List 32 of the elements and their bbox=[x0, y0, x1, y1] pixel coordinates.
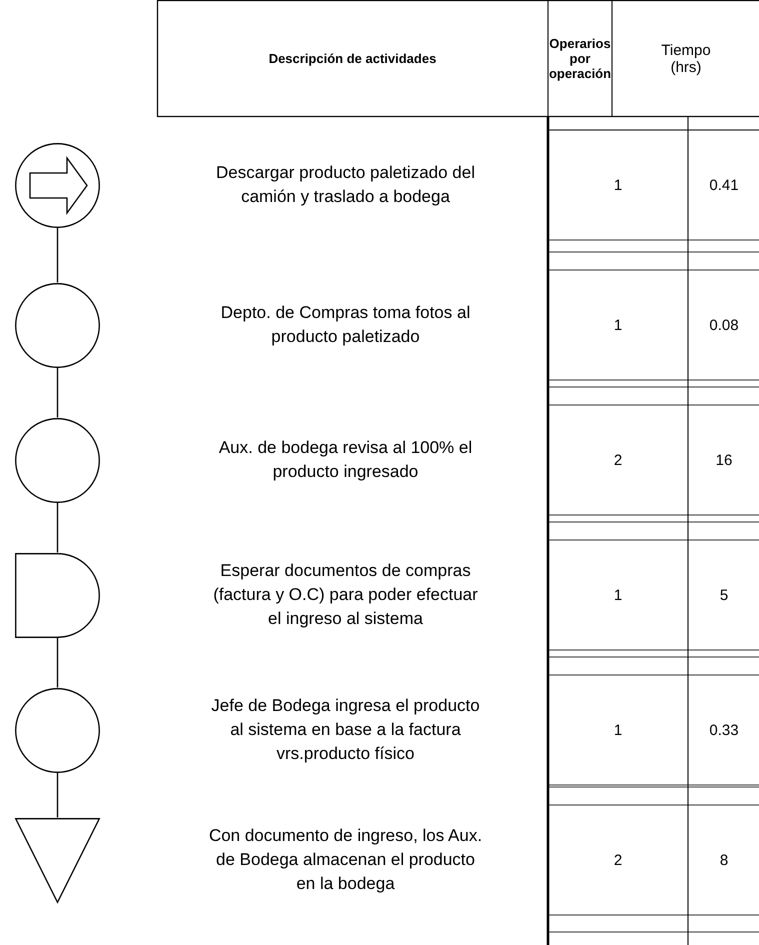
activity-description: Esperar documentos de compras (factura y O.C) para poder efectuar el ingreso al sistema bbox=[212, 560, 479, 630]
operator-count: 1 bbox=[614, 586, 622, 606]
activity-description: Depto. de Compras toma fotos al producto paletizado bbox=[220, 302, 472, 348]
time-value: 0.41 bbox=[709, 176, 739, 196]
operator-count: 1 bbox=[614, 176, 622, 196]
time-value: 0.33 bbox=[709, 720, 739, 740]
operation-circle bbox=[15, 688, 100, 772]
operator-count: 1 bbox=[614, 720, 622, 740]
operation-circle bbox=[15, 418, 100, 502]
time-value: 0.08 bbox=[709, 316, 739, 336]
operator-count: 2 bbox=[614, 850, 622, 870]
operator-count: 1 bbox=[614, 316, 622, 336]
activity-description: Aux. de bodega revisa al 100% el producto ingresado bbox=[218, 437, 474, 483]
time-value: 16 bbox=[716, 450, 732, 470]
connector-line bbox=[56, 772, 58, 818]
connector-line bbox=[56, 228, 58, 282]
time-value: 8 bbox=[720, 850, 728, 870]
operation-circle bbox=[15, 282, 100, 368]
activity-description: Jefe de Bodega ingresa el producto al sistema en base a la factura vrs.producto físico bbox=[210, 695, 481, 765]
time-header: Tiempo (hrs) bbox=[661, 42, 711, 76]
delay-symbol bbox=[15, 552, 100, 638]
description-header: Descripción de actividades bbox=[268, 51, 436, 66]
operators-header: Operarios por operación bbox=[548, 36, 612, 81]
connector-line bbox=[56, 368, 58, 418]
connector-line bbox=[56, 502, 58, 552]
operator-count: 2 bbox=[614, 450, 622, 470]
activity-description: Con documento de ingreso, los Aux. de Bodega almacenan el producto en la bodega bbox=[208, 825, 483, 895]
time-value: 5 bbox=[720, 586, 728, 606]
storage-triangle bbox=[15, 818, 100, 902]
activity-description: Descargar producto paletizado del camión y traslado a bodega bbox=[215, 162, 476, 208]
transport-symbol bbox=[15, 142, 100, 228]
connector-line bbox=[56, 638, 58, 688]
